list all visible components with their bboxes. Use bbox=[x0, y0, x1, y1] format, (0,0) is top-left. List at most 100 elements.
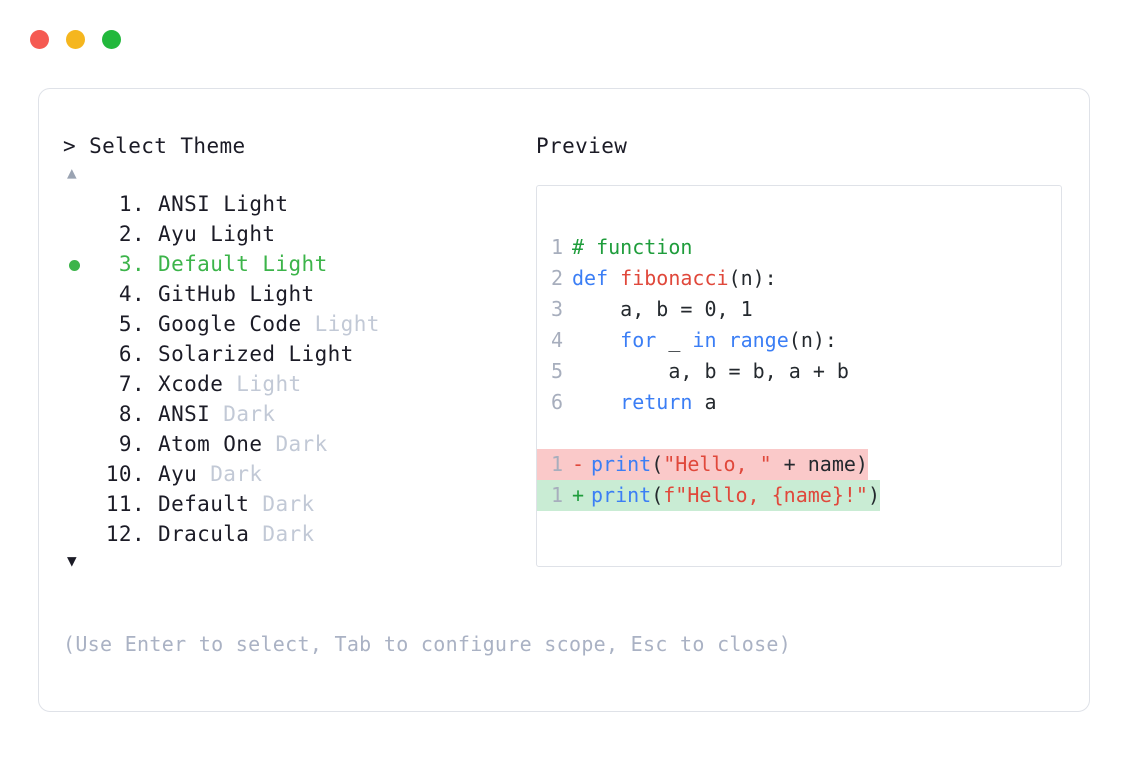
theme-item-name: Solarized Light bbox=[158, 342, 354, 366]
code-token: _ bbox=[656, 328, 693, 352]
theme-list-item[interactable]: 2. Ayu Light bbox=[63, 219, 533, 249]
line-number: 1 bbox=[551, 483, 564, 507]
code-token: a, b = 0, 1 bbox=[572, 297, 753, 321]
theme-list-item[interactable]: 12. Dracula Dark bbox=[63, 519, 533, 549]
theme-item-spacer bbox=[145, 372, 158, 396]
theme-item-tag: Dark bbox=[262, 432, 328, 456]
code-token: def bbox=[572, 266, 621, 290]
code-token: ( bbox=[651, 452, 664, 476]
code-token bbox=[717, 328, 729, 352]
theme-list-item[interactable]: 5. Google Code Light bbox=[63, 309, 533, 339]
close-dot[interactable] bbox=[30, 30, 49, 49]
theme-item-index: 11. bbox=[105, 492, 145, 516]
theme-list-item[interactable]: 1. ANSI Light bbox=[63, 189, 533, 219]
code-token: # function bbox=[572, 235, 693, 259]
theme-selector-card: > Select Theme ▲ 1. ANSI Light 2. Ayu Li… bbox=[38, 88, 1090, 712]
code-token bbox=[572, 390, 620, 414]
theme-item-index: 4. bbox=[105, 282, 145, 306]
code-line: 1# function bbox=[537, 232, 1061, 263]
theme-item-name: Ayu bbox=[158, 462, 198, 486]
theme-item-index: 2. bbox=[105, 222, 145, 246]
maximize-dot[interactable] bbox=[102, 30, 121, 49]
theme-item-tag: Dark bbox=[197, 462, 263, 486]
theme-chooser-panel: > Select Theme ▲ 1. ANSI Light 2. Ayu Li… bbox=[63, 131, 533, 573]
diff-sample: 1-print("Hello, " + name)1+print(f"Hello… bbox=[537, 449, 1061, 511]
scroll-down-icon[interactable]: ▼ bbox=[67, 551, 77, 570]
code-token: in bbox=[692, 328, 717, 352]
theme-item-spacer bbox=[145, 282, 158, 306]
preview-label: Preview bbox=[536, 134, 628, 158]
theme-item-tag: Dark bbox=[249, 492, 315, 516]
theme-list-item[interactable]: 11. Default Dark bbox=[63, 489, 533, 519]
theme-item-spacer bbox=[145, 462, 158, 486]
diff-sign: + bbox=[572, 483, 585, 507]
code-token: ( bbox=[651, 483, 664, 507]
theme-list-item[interactable]: 10. Ayu Dark bbox=[63, 459, 533, 489]
code-token: a bbox=[692, 390, 717, 414]
code-token: ) bbox=[867, 483, 881, 507]
theme-item-index: 3. bbox=[105, 252, 145, 276]
diff-sign: - bbox=[572, 452, 585, 476]
scroll-up-icon[interactable]: ▲ bbox=[67, 163, 77, 182]
theme-item-tag: Dark bbox=[249, 522, 315, 546]
theme-item-name: Default bbox=[158, 492, 250, 516]
theme-list-item[interactable]: 8. ANSI Dark bbox=[63, 399, 533, 429]
line-number: 3 bbox=[551, 297, 564, 321]
theme-item-index: 1. bbox=[105, 192, 145, 216]
code-token bbox=[572, 328, 620, 352]
theme-list: 1. ANSI Light 2. Ayu Light 3. Default Li… bbox=[63, 189, 533, 549]
diff-line-minus: 1-print("Hello, " + name) bbox=[537, 449, 868, 480]
theme-item-tag: Light bbox=[223, 372, 302, 396]
theme-item-index: 10. bbox=[105, 462, 145, 486]
theme-list-item[interactable]: 3. Default Light bbox=[63, 249, 533, 279]
theme-item-index: 12. bbox=[105, 522, 145, 546]
code-token: print bbox=[591, 452, 652, 476]
theme-item-name: GitHub Light bbox=[158, 282, 315, 306]
theme-item-index: 9. bbox=[105, 432, 145, 456]
theme-list-item[interactable]: 6. Solarized Light bbox=[63, 339, 533, 369]
code-line: 6 return a bbox=[537, 387, 1061, 418]
code-token: range bbox=[728, 328, 789, 352]
code-token: fibonacci bbox=[620, 266, 729, 290]
code-token: (n): bbox=[788, 328, 837, 352]
code-token: print bbox=[591, 483, 652, 507]
theme-list-item[interactable]: 9. Atom One Dark bbox=[63, 429, 533, 459]
window-titlebar bbox=[30, 30, 121, 49]
theme-item-name: Xcode bbox=[158, 372, 224, 396]
code-token: "Hello, " bbox=[663, 452, 772, 476]
theme-item-index: 7. bbox=[105, 372, 145, 396]
theme-item-spacer bbox=[145, 192, 158, 216]
diff-line-plus: 1 +print(f"Hello, {name}!") bbox=[537, 480, 881, 511]
keyboard-hint: (Use Enter to select, Tab to configure s… bbox=[63, 632, 792, 656]
line-number: 2 bbox=[551, 266, 564, 290]
theme-item-index: 6. bbox=[105, 342, 145, 366]
theme-list-item[interactable]: 4. GitHub Light bbox=[63, 279, 533, 309]
theme-item-name: Google Code bbox=[158, 312, 302, 336]
theme-item-index: 5. bbox=[105, 312, 145, 336]
code-line: 4 for _ in range(n): bbox=[537, 325, 1061, 356]
theme-item-spacer bbox=[145, 222, 158, 246]
theme-item-spacer bbox=[145, 312, 158, 336]
code-token: for bbox=[620, 328, 657, 352]
theme-item-name: Default Light bbox=[158, 252, 328, 276]
selected-bullet-icon bbox=[69, 260, 80, 271]
theme-item-tag: Light bbox=[301, 312, 380, 336]
theme-item-tag: Dark bbox=[210, 402, 276, 426]
theme-list-item[interactable]: 7. Xcode Light bbox=[63, 369, 533, 399]
line-number: 6 bbox=[551, 390, 564, 414]
page-title: > Select Theme bbox=[63, 134, 246, 158]
minimize-dot[interactable] bbox=[66, 30, 85, 49]
code-token: return bbox=[620, 390, 693, 414]
line-number: 4 bbox=[551, 328, 564, 352]
code-sample: 1# function 2 def fibonacci (n): 3 a, b = 0,… bbox=[537, 232, 1061, 418]
theme-item-spacer bbox=[145, 522, 158, 546]
theme-item-spacer bbox=[145, 432, 158, 456]
theme-item-name: Atom One bbox=[158, 432, 263, 456]
theme-item-name: ANSI bbox=[158, 402, 211, 426]
code-token: f"Hello, {name}!" bbox=[663, 483, 868, 507]
line-number: 1 bbox=[551, 452, 564, 476]
code-token: a, b = b, a + b bbox=[572, 359, 849, 383]
